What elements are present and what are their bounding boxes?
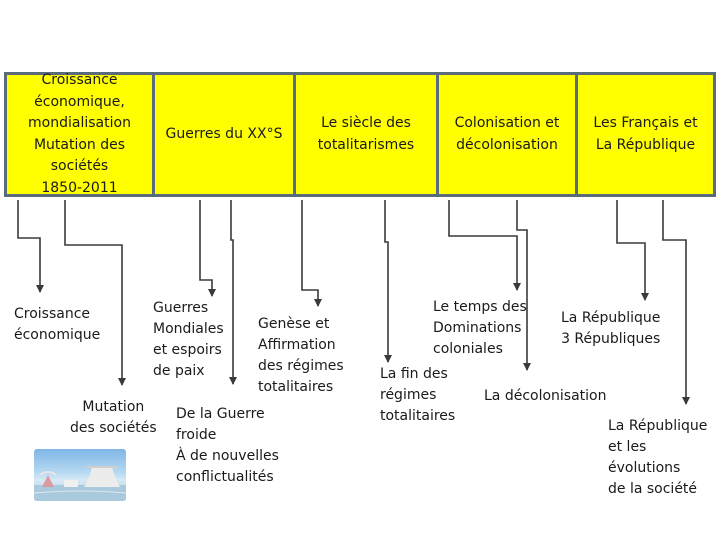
theme-guerres-mondiales: Guerres Mondiales et espoirs de paix [153, 298, 224, 382]
header-cell-label: Les Français et La République [593, 113, 697, 156]
header-cell-totalitarismes: Le siècle des totalitarismes [296, 75, 436, 194]
connector-genese [302, 200, 318, 306]
theme-genese-totalitaires: Genèse et Affirmation des régimes totali… [258, 314, 344, 398]
connector-republique-societe [663, 200, 686, 404]
theme-republique-societe: La République et les évolutions de la so… [608, 416, 707, 500]
header-cell-label: Croissance économique, mondialisation Mu… [28, 70, 131, 199]
theme-guerre-froide: De la Guerre froide À de nouvelles confl… [176, 404, 279, 488]
theme-temps-dominations: Le temps des Dominations coloniales [433, 297, 527, 360]
theme-croissance-economique: Croissance économique [14, 304, 100, 346]
theme-fin-regimes: La fin des régimes totalitaires [380, 364, 455, 427]
header-cell-croissance: Croissance économique, mondialisation Mu… [7, 75, 152, 194]
expo-pavilion-photo [34, 449, 126, 501]
theme-decolonisation: La décolonisation [484, 386, 607, 407]
theme-republique-3: La République 3 Républiques [561, 308, 660, 350]
header-cell-republique: Les Français et La République [578, 75, 713, 194]
connector-guerres-mondiales [200, 200, 212, 296]
theme-mutation-societes: Mutation des sociétés [70, 397, 157, 439]
header-cell-label: Le siècle des totalitarismes [318, 113, 414, 156]
header-cell-guerres: Guerres du XX°S [155, 75, 293, 194]
header-cell-label: Colonisation et décolonisation [455, 113, 560, 156]
header-cell-colonisation: Colonisation et décolonisation [439, 75, 575, 194]
connector-republique [617, 200, 645, 300]
connector-domination [449, 200, 517, 290]
connector-guerre-froide [231, 200, 233, 384]
header-bar: Croissance économique, mondialisation Mu… [4, 72, 716, 197]
connector-mutation [65, 200, 122, 385]
photo-drawing [34, 449, 126, 501]
connector-fin-regimes [385, 200, 388, 362]
connector-croissance [18, 200, 40, 292]
header-cell-label: Guerres du XX°S [166, 124, 283, 146]
